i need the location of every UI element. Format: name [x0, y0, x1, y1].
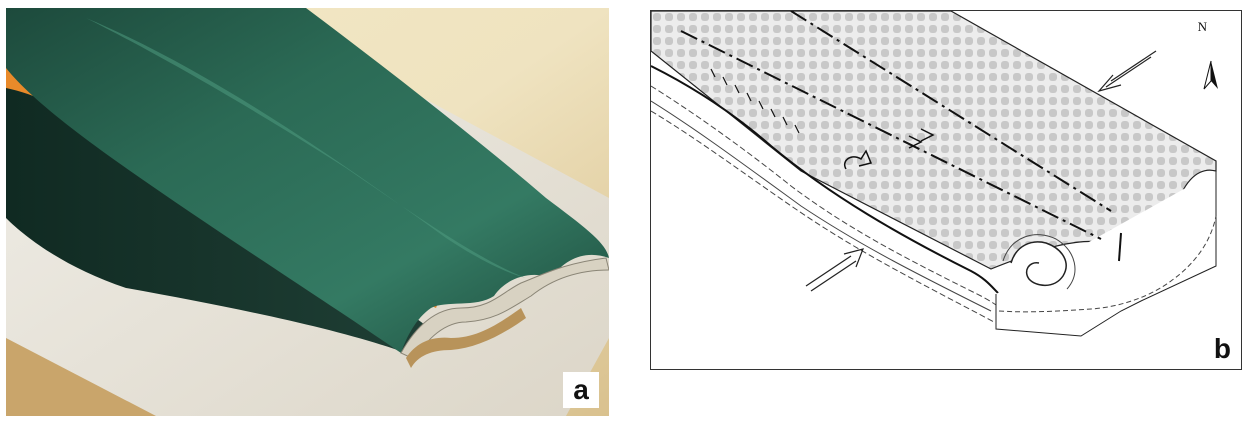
folded-sheet-photo — [6, 8, 609, 416]
panel-b-label: b — [1214, 333, 1231, 365]
fold-diagram — [651, 11, 1241, 369]
compression-arrow-top — [1099, 51, 1156, 91]
north-arrow-icon — [1204, 61, 1218, 89]
panel-a-photo: a — [6, 8, 609, 416]
fold-hinge — [1011, 242, 1066, 285]
panel-a-label: a — [563, 372, 599, 408]
panel-b-diagram: N b — [650, 10, 1242, 370]
north-label: N — [1198, 19, 1207, 35]
compression-arrow-bottom — [806, 249, 863, 291]
